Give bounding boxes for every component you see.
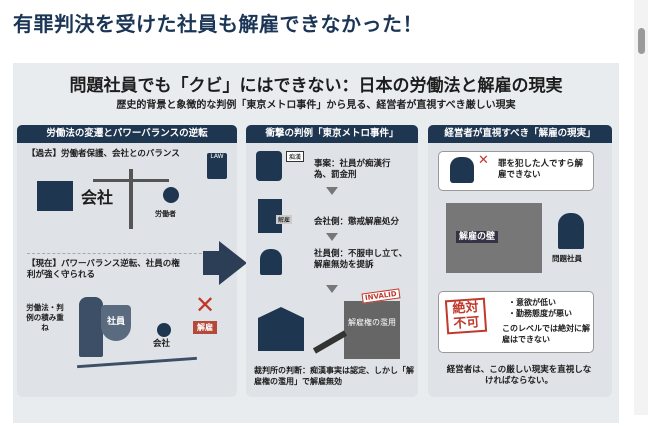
present-label: 【現在】パワーバランス逆転、社員の権利が強く守られる	[27, 259, 180, 280]
infographic-image: 問題社員でも「クビ」にはできない：日本の労働法と解雇の現実 歴史的背景と象徴的な…	[13, 63, 619, 423]
train-icon	[256, 151, 282, 181]
panel-header: 経営者が直視すべき「解雇の現実」	[428, 125, 612, 143]
chikan-badge: 痴漢	[286, 151, 305, 162]
abuse-text: 解雇権の濫用	[348, 318, 396, 327]
infographic-title: 問題社員でも「クビ」にはできない：日本の労働法と解雇の現実	[69, 76, 563, 96]
worker-icon	[163, 187, 179, 203]
panel-header: 労働法の変遷とパワーバランスの逆転	[17, 125, 237, 143]
right-arrow-icon	[219, 241, 247, 285]
down-arrow-icon	[326, 187, 338, 195]
panel-dismissal-reality: 経営者が直視すべき「解雇の現実」 ✕ 罪を犯した人ですら解雇できない 解雇の壁 …	[428, 125, 612, 397]
company-label: 会社	[81, 188, 114, 207]
shield-text: 社員	[106, 317, 125, 327]
criminal-icon	[450, 157, 474, 183]
company-label-2: 会社	[153, 339, 171, 349]
panel-header: 衝撃の判例「東京メトロ事件」	[246, 125, 418, 143]
absolute-bubble	[438, 291, 594, 353]
law-text: LAW	[210, 153, 224, 160]
courthouse-icon	[258, 307, 304, 351]
worker-label: 労働者	[155, 210, 176, 218]
page-heading: 有罪判決を受けた社員も解雇できなかった！	[13, 12, 423, 36]
employee-side-text: 社員側：不服申し立て、解雇無効を提訴	[314, 249, 408, 270]
seesaw-icon	[77, 356, 197, 369]
infographic-subtitle: 歴史的背景と象徴的な判例「東京メトロ事件」から見る、経営者が直視すべき厳しい現実	[116, 100, 516, 111]
bullet-bad-attitude: ・勤務態度が悪い	[508, 309, 572, 318]
worried-company-icon	[157, 323, 171, 337]
scale-beam	[93, 179, 169, 182]
arrow-shaft	[203, 251, 221, 275]
crime-text: 罪を犯した人ですら解雇できない	[498, 159, 584, 180]
court-ruling-text: 裁判所の判断：痴漢事実は認定、しかし「解雇権の濫用」で解雇無効	[254, 366, 414, 386]
gavel-icon	[312, 330, 348, 354]
knight-icon	[79, 297, 103, 357]
scale-icon	[129, 169, 133, 229]
abuse-wall: 解雇権の濫用	[344, 301, 400, 359]
dismissal-stamp: 解雇	[276, 215, 293, 224]
absolute-stamp: 絶対不可	[444, 297, 488, 335]
bullet-low-motivation: ・意欲が低い	[508, 298, 556, 307]
panel-tokyo-metro-case: 衝撃の判例「東京メトロ事件」 痴漢 事案：社員が痴漢行為、罰金刑 解雇 会社側：…	[246, 125, 418, 397]
x-mark-icon: ✕	[195, 291, 216, 319]
protesting-employee-icon	[260, 249, 282, 275]
divider	[27, 253, 217, 254]
level-text: このレベルでは絶対に解雇はできない	[502, 324, 590, 344]
dismissal-badge: 解雇	[193, 321, 217, 334]
problem-employee-icon	[558, 213, 584, 249]
law-book-icon: LAW	[207, 153, 227, 179]
scrollbar[interactable]	[634, 0, 648, 415]
panel-labor-law: 労働法の変遷とパワーバランスの逆転 【過去】労働者保護、会社とのバランス LAW…	[17, 125, 237, 397]
conclusion-text: 経営者は、この厳しい現実を直視しなければならない。	[446, 365, 592, 386]
wall-label: 解雇の壁	[456, 231, 499, 243]
down-arrow-icon	[326, 233, 338, 241]
brick-wall-icon: 解雇の壁	[446, 203, 542, 273]
problem-employee-label: 問題社員	[552, 254, 582, 263]
fact-text: 事案：社員が痴漢行為、罰金刑	[314, 159, 391, 180]
stack-label: 労働法・判例の積み重ね	[26, 303, 64, 332]
x-mark-icon: ✕	[478, 153, 489, 168]
scrollbar-thumb[interactable]	[638, 28, 645, 54]
factory-icon	[37, 181, 73, 211]
shield-icon: 社員	[101, 305, 131, 341]
down-arrow-icon	[326, 285, 338, 293]
company-side-text: 会社側：懲戒解雇処分	[314, 217, 400, 227]
past-label: 【過去】労働者保護、会社とのバランス	[27, 149, 180, 159]
